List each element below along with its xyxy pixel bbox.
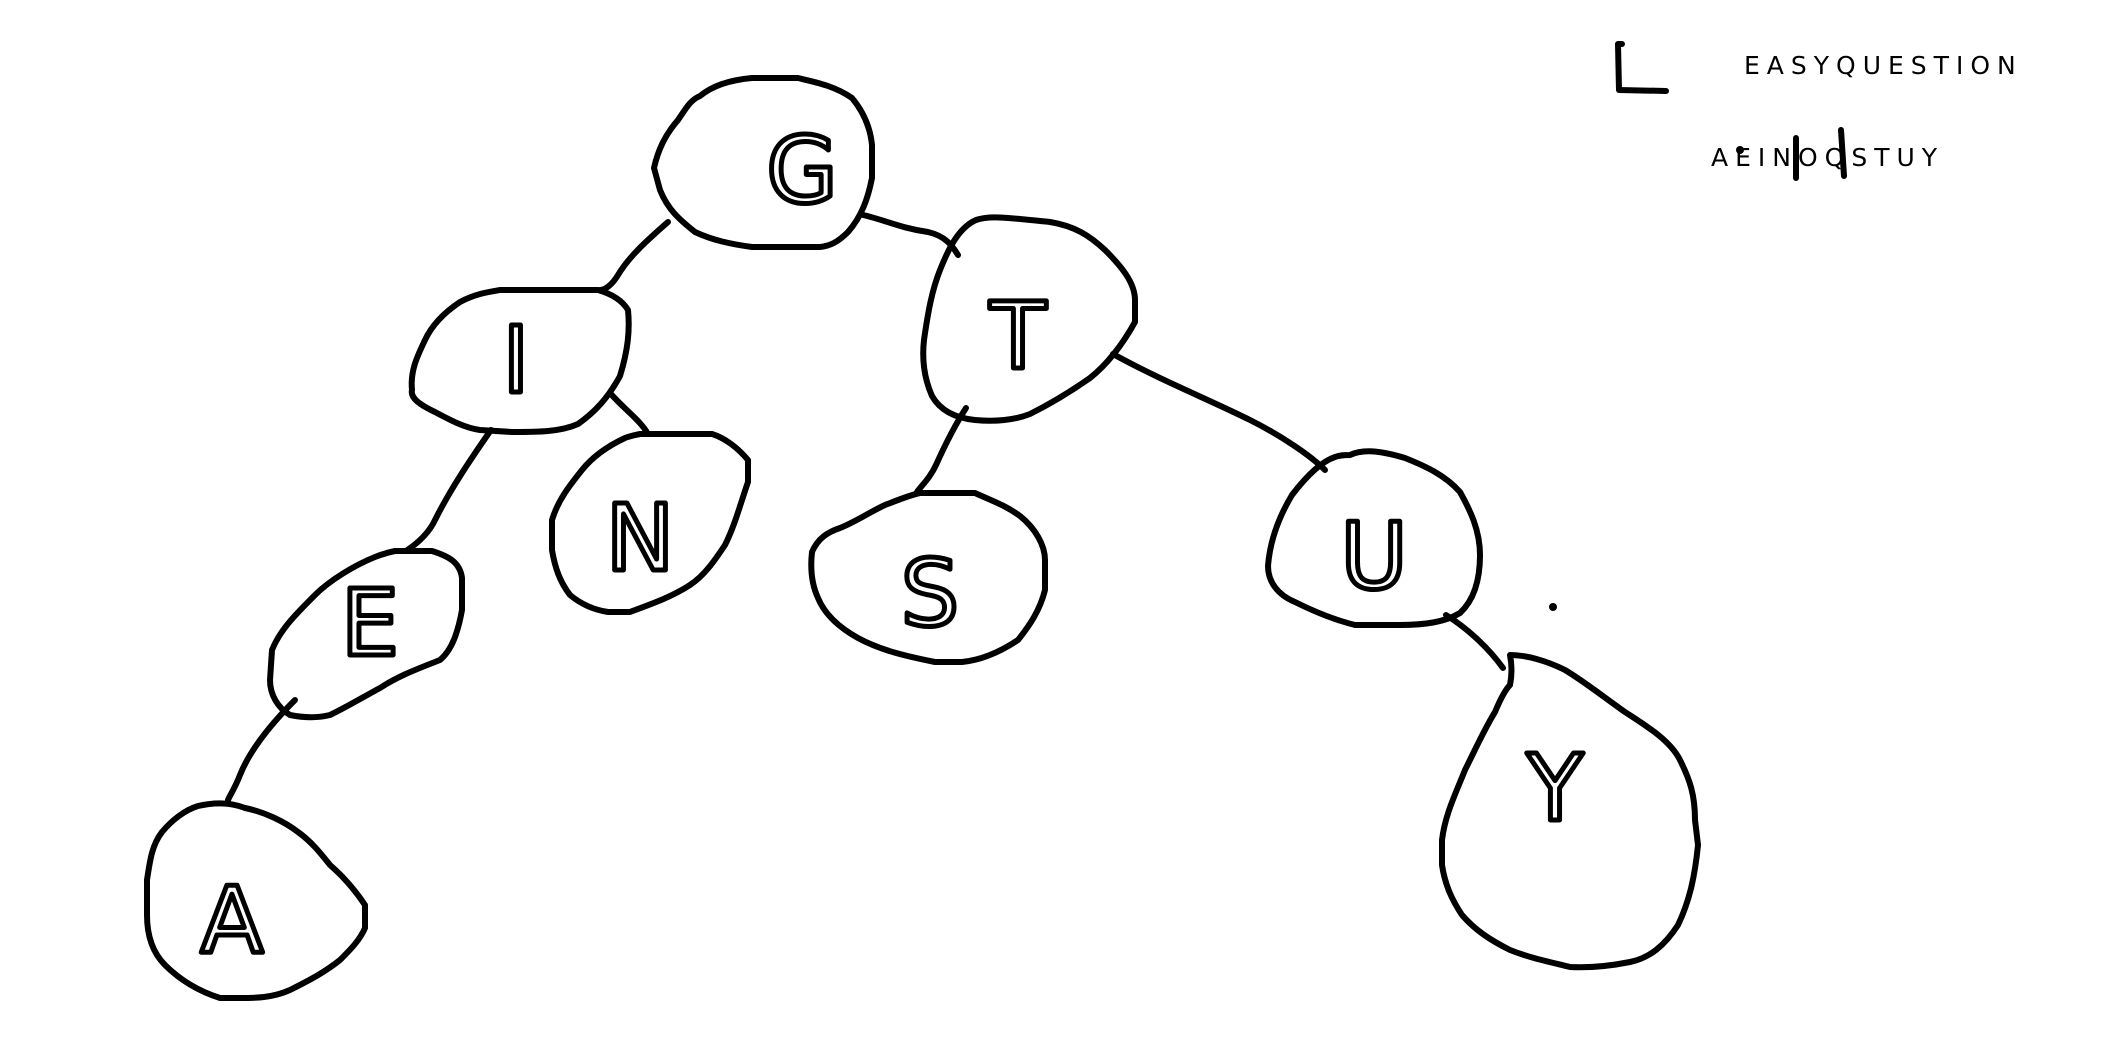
tree-edge-T-U xyxy=(1110,351,1328,473)
node-label-Y: Y xyxy=(1526,735,1584,842)
sorted-keys-list: AEINOQSTUY xyxy=(1711,143,1945,172)
node-label-S: S xyxy=(901,540,959,647)
node-label-E: E xyxy=(341,570,399,677)
node-label-N: N xyxy=(606,485,675,592)
tree-edge-I-N xyxy=(607,390,651,437)
node-outline-A xyxy=(144,800,368,1001)
key-list-marks xyxy=(1549,127,1847,611)
tree-edges xyxy=(225,212,1506,803)
tree-edge-I-E xyxy=(403,427,494,554)
tree-nodes xyxy=(144,75,1701,1001)
node-outline-G xyxy=(651,75,875,250)
node-label-A: A xyxy=(201,867,264,974)
corner-bracket-mark xyxy=(1615,41,1669,94)
easy-question-title: EASYQUESTION xyxy=(1744,51,2023,80)
tree-edge-G-I xyxy=(597,219,671,293)
node-outline-S xyxy=(808,490,1048,665)
node-outline-T xyxy=(920,214,1138,424)
node-outline-U xyxy=(1265,448,1483,628)
mark-bar-2 xyxy=(1838,127,1847,179)
node-label-T: T xyxy=(989,283,1047,390)
node-outline-Y xyxy=(1439,652,1701,971)
node-outline-N xyxy=(549,431,751,615)
tree-edge-U-Y xyxy=(1443,612,1506,671)
tree-edge-E-A xyxy=(225,697,298,803)
mark-dot-2 xyxy=(1549,603,1557,611)
tree-edge-G-T xyxy=(860,212,961,258)
node-label-G: G xyxy=(766,117,837,224)
mark-dot-1 xyxy=(1736,146,1744,154)
node-label-U: U xyxy=(1340,503,1407,610)
node-outline-E xyxy=(267,548,465,721)
tree-node-labels: G I T E N S U A Y xyxy=(198,115,1586,977)
tree-edge-T-S xyxy=(914,405,969,495)
node-outline-I xyxy=(408,287,632,435)
node-label-I: I xyxy=(502,307,529,414)
